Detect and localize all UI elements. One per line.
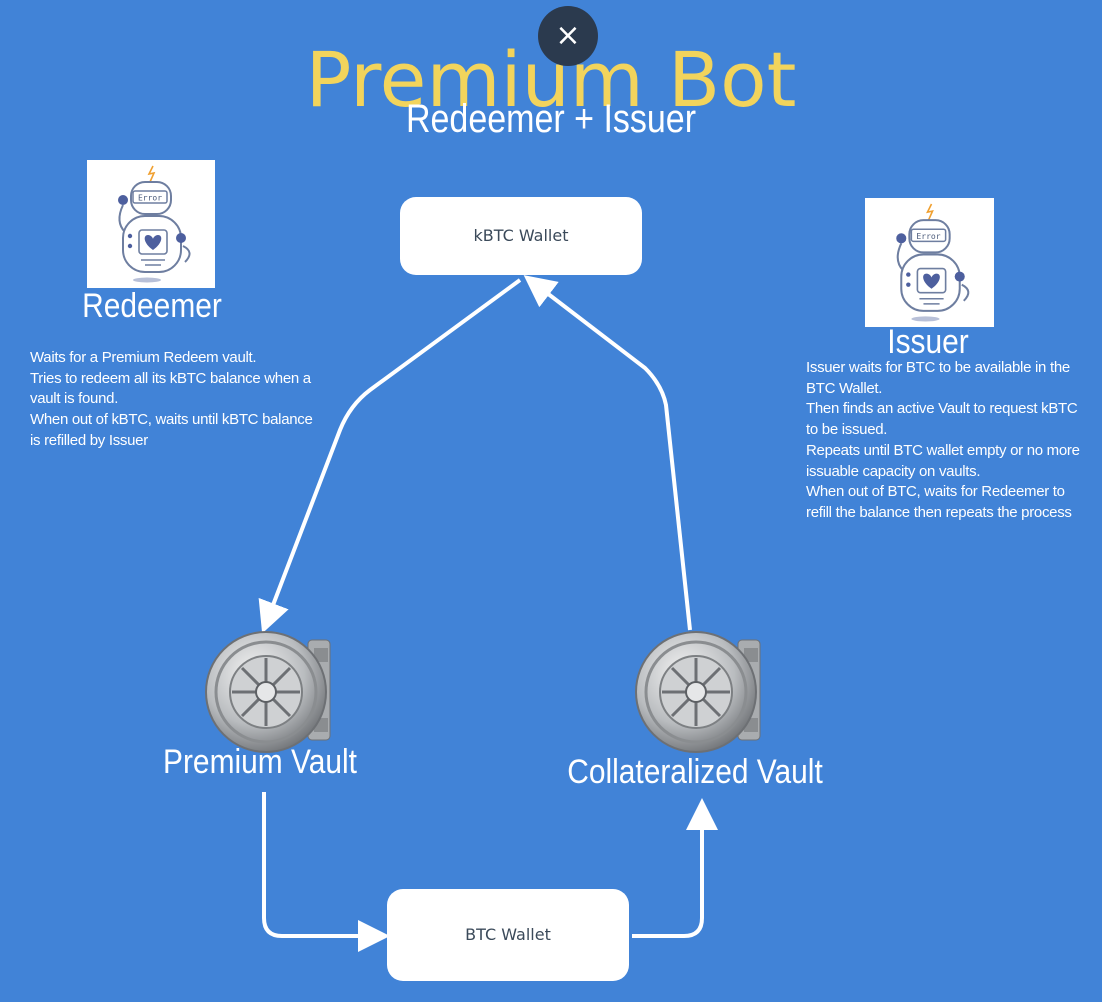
- issuer-description-line: Repeats until BTC wallet empty or no mor…: [806, 441, 1080, 459]
- arrow-premium-to-btc: [262, 792, 390, 952]
- redeemer-description-line: When out of kBTC, waits until kBTC balan…: [30, 411, 313, 429]
- redeemer-description-line: Waits for a Premium Redeem vault.: [30, 349, 257, 366]
- redeemer-description-line: vault is found.: [30, 390, 119, 408]
- issuer-description-line: refill the balance then repeats the proc…: [806, 503, 1072, 521]
- kbtc-wallet-node: kBTC Wallet: [400, 197, 642, 275]
- robot-icon: Error: [896, 203, 970, 322]
- issuer-label: Issuer: [887, 323, 969, 361]
- robot-badge-text: Error: [916, 232, 940, 241]
- robot-badge-text: Error: [138, 194, 162, 203]
- vault-door-icon: [205, 631, 331, 753]
- redeemer-robot-card: Error: [87, 160, 215, 288]
- issuer-description-line: When out of BTC, waits for Redeemer to: [806, 483, 1065, 501]
- arrow-collateralized-to-kbtc: [523, 275, 692, 631]
- arrow-btc-to-collateralized: [632, 798, 718, 938]
- issuer-description-line: Then finds an active Vault to request kB…: [806, 400, 1078, 418]
- issuer-robot-card: Error: [865, 198, 994, 327]
- premium-vault-label: Premium Vault: [163, 743, 357, 781]
- robot-icon: Error: [118, 165, 191, 283]
- redeemer-description-line: is refilled by Issuer: [30, 431, 148, 449]
- issuer-description-line: Issuer waits for BTC to be available in …: [806, 359, 1070, 376]
- btc-wallet-node: BTC Wallet: [387, 889, 629, 981]
- issuer-description-line: issuable capacity on vaults.: [806, 462, 981, 480]
- collateralized-vault-label: Collateralized Vault: [567, 753, 823, 791]
- issuer-description-line: to be issued.: [806, 421, 888, 439]
- redeemer-label: Redeemer: [82, 287, 222, 325]
- redeemer-description: Waits for a Premium Redeem vault. Tries …: [30, 348, 313, 452]
- redeemer-description-line: Tries to redeem all its kBTC balance whe…: [30, 369, 311, 387]
- btc-wallet-label: BTC Wallet: [465, 925, 551, 944]
- vault-door-icon: [635, 631, 761, 753]
- diagram-subtitle: Redeemer + Issuer: [405, 97, 697, 141]
- close-icon: ×: [555, 18, 581, 53]
- kbtc-wallet-label: kBTC Wallet: [473, 226, 569, 245]
- arrow-kbtc-to-premium-vault: [258, 278, 522, 634]
- issuer-description: Issuer waits for BTC to be available in …: [806, 358, 1080, 524]
- close-button[interactable]: ×: [538, 6, 598, 66]
- issuer-description-line: BTC Wallet.: [806, 379, 883, 397]
